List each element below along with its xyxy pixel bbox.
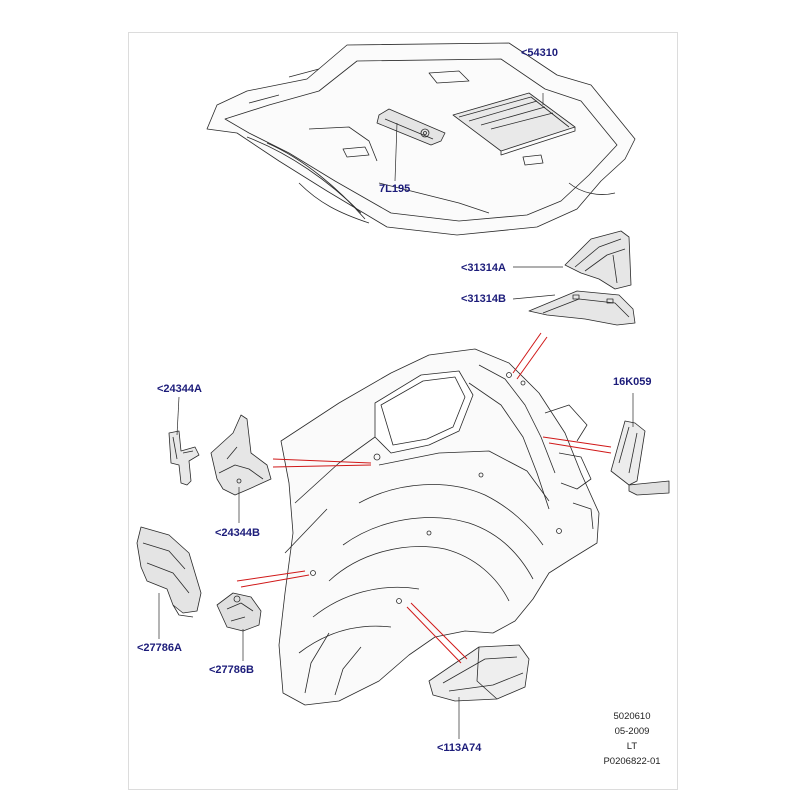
callout-16k059[interactable]: 16K059	[613, 376, 652, 388]
exploded-parts-drawing	[136, 42, 670, 739]
floor-pad	[428, 644, 530, 702]
footer-ref: P0206822-01	[603, 756, 661, 767]
leader-trim-upper	[512, 332, 542, 374]
callout-7L195[interactable]: 7L195	[379, 183, 411, 195]
pointer-lines	[158, 93, 634, 739]
trim-31314a	[564, 230, 632, 290]
red-leader-lines	[236, 332, 612, 664]
leader-bracket-1	[272, 458, 372, 464]
leader-duct-2	[240, 574, 310, 588]
leader-pad-2	[410, 602, 468, 660]
leader-pad-1	[406, 606, 462, 664]
footer-code: 5020610	[613, 711, 651, 722]
callout-31314b[interactable]: <31314B	[461, 293, 506, 305]
trim-31314b	[528, 290, 636, 326]
callout-31314a[interactable]: <31314A	[461, 262, 506, 274]
leader-insulator-1	[542, 436, 612, 448]
footer-model: LT	[626, 741, 638, 752]
bracket-24344b	[210, 414, 272, 496]
duct-27786b	[216, 592, 262, 632]
callout-113a74[interactable]: <113A74	[437, 742, 482, 754]
leader-bracket-2	[272, 464, 372, 468]
bracket-24344a	[168, 430, 200, 486]
pointer-24344a	[176, 396, 180, 436]
leader-insulator-2	[548, 442, 612, 454]
callout-27786b[interactable]: <27786B	[209, 664, 254, 676]
callout-54310[interactable]: <54310	[521, 47, 559, 59]
callout-24344a[interactable]: <24344A	[157, 383, 202, 395]
roof-bracket	[376, 108, 446, 146]
pointer-7L195	[394, 122, 398, 182]
roof-panel-insert	[452, 92, 576, 156]
pillar-insulator	[610, 420, 670, 496]
callout-24344b[interactable]: <24344B	[215, 527, 260, 539]
duct-27786a	[136, 526, 202, 618]
callout-27786a[interactable]: <27786A	[137, 642, 182, 654]
body-side-structure	[278, 348, 600, 706]
leader-trim-lower	[516, 336, 548, 380]
leader-duct-1	[236, 570, 306, 582]
footer-date: 05-2009	[614, 726, 650, 737]
diagram-sheet: <54310 7L195 <31314A <31314B 16K059 <243…	[128, 32, 678, 790]
pointer-31314b	[512, 294, 556, 300]
